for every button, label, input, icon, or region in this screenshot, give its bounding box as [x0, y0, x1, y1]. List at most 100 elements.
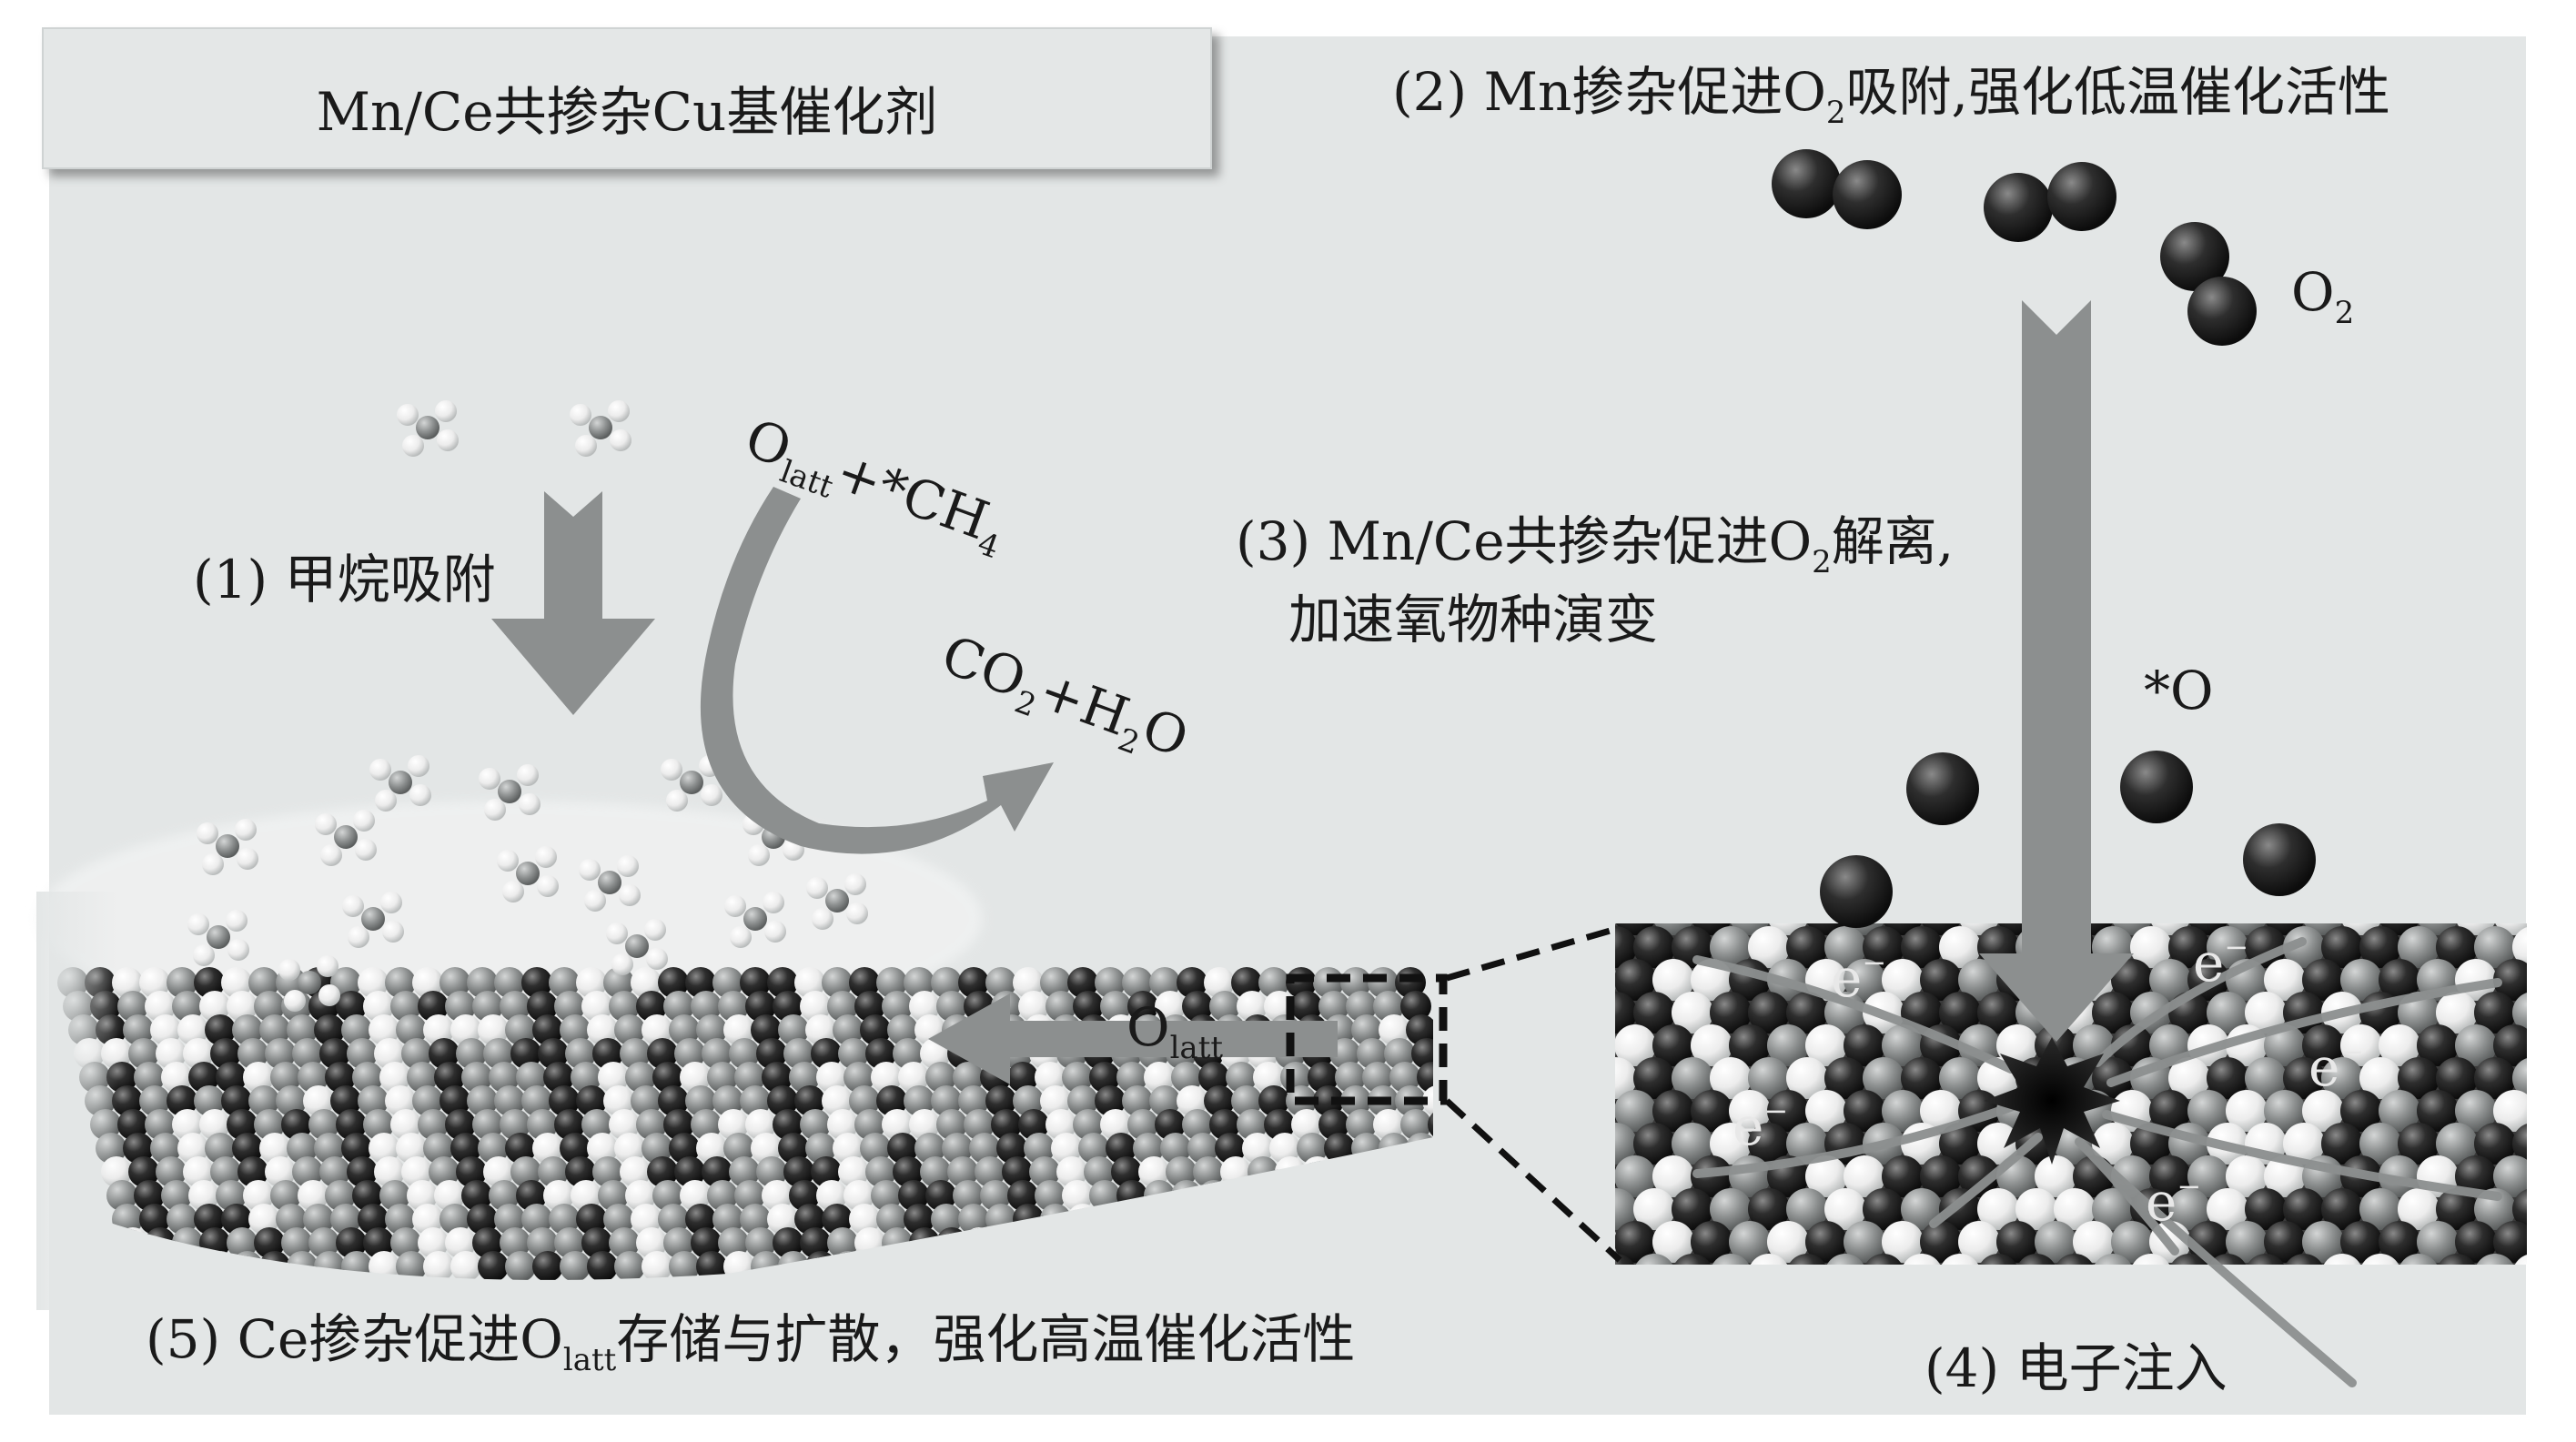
- lattice-atom: [1748, 1188, 1790, 1230]
- methane-molecule: [397, 400, 459, 457]
- lattice-atom: [429, 1038, 460, 1069]
- lattice-atom: [472, 991, 503, 1022]
- step-3-label: (3) Mn/Ce共掺杂促进O2解离,: [1236, 515, 1954, 578]
- lattice-atom: [510, 1038, 541, 1069]
- lattice-atom: [762, 1180, 793, 1211]
- lattice-atom: [2035, 1155, 2076, 1197]
- hydrogen-atom: [437, 429, 459, 451]
- lattice-atom: [336, 1109, 367, 1140]
- lattice-atom: [527, 1227, 558, 1258]
- lattice-atom: [1633, 1057, 1675, 1099]
- lattice-atom: [1633, 1123, 1675, 1165]
- lattice-atom: [1805, 1221, 1847, 1263]
- lattice-atom: [423, 1014, 454, 1045]
- lattice-atom: [964, 1109, 995, 1140]
- oxygen-atom: [2160, 222, 2229, 291]
- lattice-atom: [1748, 926, 1790, 968]
- lattice-atom: [363, 991, 394, 1022]
- lattice-atom: [576, 1085, 607, 1116]
- oxygen-atom: [1984, 173, 2053, 242]
- lattice-atom: [2399, 1254, 2438, 1265]
- carbon-atom: [361, 907, 385, 931]
- lattice-atom: [1652, 1221, 1694, 1263]
- lattice-atom: [805, 1133, 836, 1164]
- lattice-atom: [2092, 992, 2134, 1034]
- lattice-atom: [1903, 1254, 1941, 1265]
- lattice-atom: [581, 1109, 612, 1140]
- zoom-leader-bottom: [1444, 1098, 1622, 1263]
- lattice-atom: [1882, 1024, 1924, 1066]
- lattice-atom: [631, 1085, 662, 1116]
- lattice-atom: [2474, 1057, 2516, 1099]
- lattice-atom: [1029, 1156, 1060, 1187]
- lattice-atom: [1615, 1057, 1637, 1099]
- lattice-atom: [865, 1038, 896, 1069]
- lattice-atom: [2551, 1254, 2576, 1296]
- lattice-atom: [1106, 1133, 1136, 1164]
- lattice-atom: [1710, 926, 1752, 968]
- lattice-atom: [2359, 1057, 2401, 1099]
- lattice-atom: [647, 1038, 678, 1069]
- lattice-atom: [702, 1156, 732, 1187]
- lattice-atom: [2436, 992, 2478, 1034]
- lattice-atom: [914, 1133, 945, 1164]
- lattice-atom: [1882, 1221, 1924, 1263]
- lattice-atom: [259, 1133, 290, 1164]
- lattice-atom: [352, 1180, 383, 1211]
- lattice-atom: [631, 1204, 662, 1235]
- lattice-atom: [139, 1204, 170, 1235]
- lattice-atom: [2321, 1057, 2363, 1099]
- carbon-atom: [825, 889, 849, 913]
- lattice-atom: [374, 1038, 405, 1069]
- lattice-atom: [751, 1014, 782, 1045]
- lattice-atom: [603, 1085, 634, 1116]
- lattice-atom: [2531, 959, 2573, 1001]
- lattice-atom: [500, 1109, 530, 1140]
- lattice-atom: [543, 1180, 574, 1211]
- lattice-atom: [1767, 1090, 1809, 1132]
- lattice-atom: [1406, 1014, 1433, 1045]
- lattice-atom: [325, 1062, 356, 1093]
- hydrogen-atom: [320, 844, 342, 866]
- hydrogen-atom: [608, 400, 630, 422]
- lattice-atom: [718, 991, 749, 1022]
- lattice-atom: [598, 1062, 629, 1093]
- lattice-atom: [287, 1014, 318, 1045]
- lattice-atom: [1237, 1109, 1268, 1140]
- lattice-atom: [2264, 1090, 2306, 1132]
- lattice-atom: [947, 1156, 978, 1187]
- lattice-atom: [276, 1204, 307, 1235]
- lattice-atom: [2149, 959, 2191, 1001]
- lattice-atom: [2323, 1254, 2361, 1265]
- lattice-atom: [385, 1085, 416, 1116]
- lattice-atom: [876, 967, 907, 998]
- lattice-atom: [1122, 967, 1153, 998]
- dissociated-oxygen-atoms: [1820, 751, 2316, 928]
- lattice-atom: [1824, 1188, 1866, 1230]
- lattice-atom: [2187, 1090, 2229, 1132]
- lattice-atom: [1691, 1090, 1732, 1132]
- lattice-atom: [1231, 1085, 1262, 1116]
- lattice-atom: [1920, 1155, 1962, 1197]
- lattice-atom: [1024, 1133, 1055, 1164]
- lattice-atom: [565, 1156, 596, 1187]
- lattice-atom: [543, 1062, 574, 1093]
- lattice-atom: [920, 1156, 951, 1187]
- lattice-atom: [2056, 1254, 2094, 1265]
- lattice-atom: [1863, 926, 1904, 968]
- lattice-atom: [734, 1180, 765, 1211]
- lattice-atom: [794, 967, 825, 998]
- lattice-atom: [461, 1062, 492, 1093]
- carbon-atom: [389, 771, 412, 794]
- oxygen-adsorption-arrow: [1979, 300, 2134, 1042]
- lattice-atom: [156, 1156, 187, 1187]
- lattice-atom: [636, 1227, 667, 1258]
- lattice-atom: [221, 1085, 252, 1116]
- lattice-atom: [2551, 992, 2576, 1034]
- lattice-atom: [1824, 1057, 1866, 1099]
- lattice-atom: [1615, 959, 1656, 1001]
- hydrogen-atom: [644, 919, 666, 941]
- lattice-atom: [581, 991, 612, 1022]
- lattice-atom: [849, 1204, 880, 1235]
- lattice-atom: [1826, 1254, 1864, 1265]
